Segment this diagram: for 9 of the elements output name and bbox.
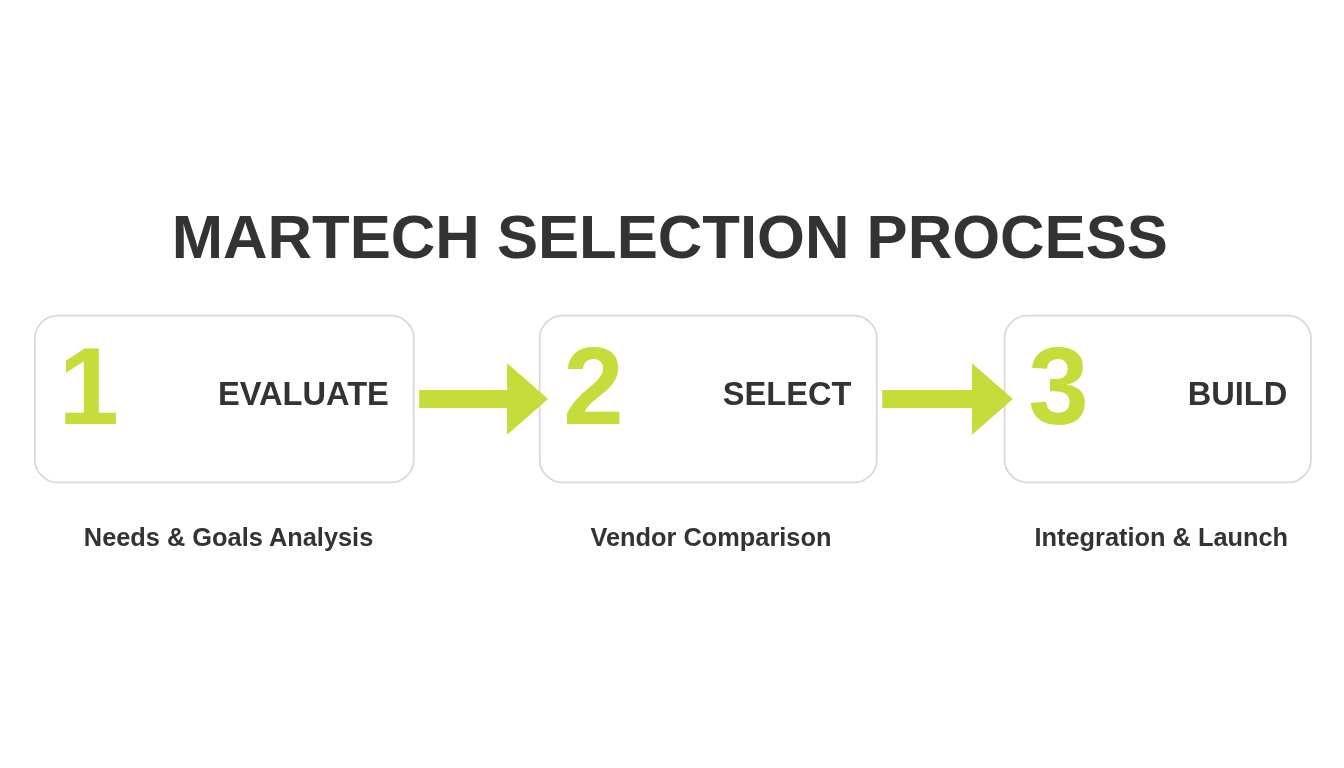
arrow bbox=[419, 362, 548, 435]
node-label: Needs & Goals Analysis bbox=[83, 522, 374, 551]
diagram-title: MARTECH SELECTION PROCESS bbox=[171, 201, 1168, 271]
node-label: Integration & Launch bbox=[1034, 522, 1289, 551]
node-box: 2 SELECT bbox=[538, 314, 878, 483]
node-box: 3 BUILD bbox=[1003, 314, 1312, 483]
arrow bbox=[882, 362, 1013, 435]
node-box: 1 EVALUATE bbox=[34, 314, 415, 483]
node-label: Vendor Comparison bbox=[590, 522, 832, 551]
